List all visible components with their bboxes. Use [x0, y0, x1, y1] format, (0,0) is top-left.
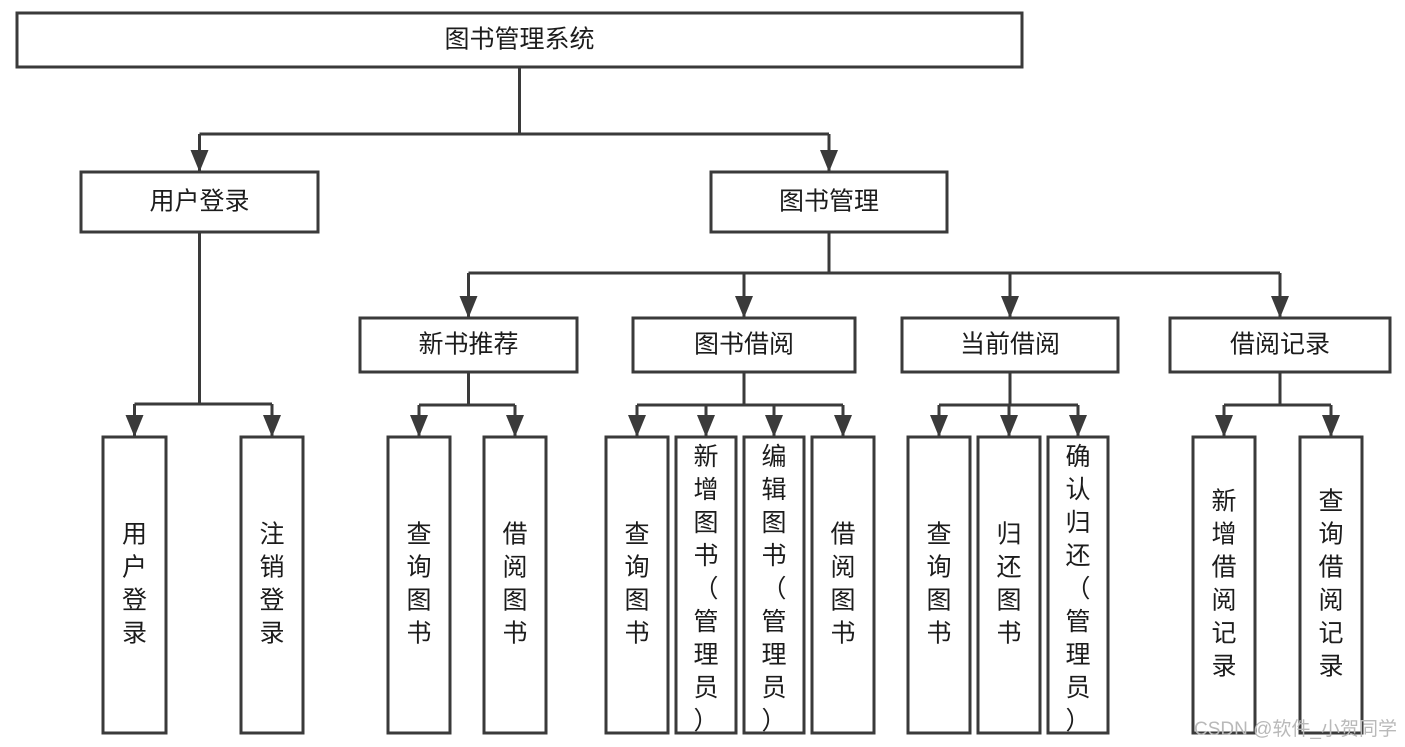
node-label-new-book-recommend: 新书推荐: [418, 331, 518, 359]
node-box-book-management[interactable]: [709, 170, 949, 234]
node-box-user-login[interactable]: [79, 170, 320, 234]
node-label-query-book-recommend: 查询图书: [406, 521, 431, 648]
node-box-book-borrow[interactable]: [631, 316, 857, 374]
node-box-confirm-return-admin[interactable]: [1046, 435, 1110, 735]
node-label-query-borrow-record: 查询借阅记录: [1318, 488, 1343, 681]
csdn-watermark: CSDN @软件_小贺同学: [1194, 719, 1397, 740]
node-box-query-book-recommend[interactable]: [386, 435, 452, 735]
node-label-logout-action: 注销登录: [259, 521, 284, 648]
arrow-head-icon-add-borrow-record: [1215, 415, 1233, 437]
arrow-head-icon-query-borrow-record: [1322, 415, 1340, 437]
node-label-book-management: 图书管理: [779, 188, 879, 216]
connector-layer: [125, 67, 1340, 437]
node-user-login-action[interactable]: 用户登录: [101, 435, 168, 735]
node-box-borrow-book-recommend[interactable]: [482, 435, 548, 735]
node-label-borrow-book-action: 借阅图书: [830, 521, 855, 648]
node-add-book-admin[interactable]: 新增图书（管理员）: [674, 435, 738, 735]
node-label-confirm-return-admin: 确认归还（管理员）: [1065, 443, 1090, 735]
node-query-borrow-record[interactable]: 查询借阅记录: [1298, 435, 1364, 735]
node-return-book[interactable]: 归还图书: [976, 435, 1042, 735]
node-label-return-book: 归还图书: [996, 521, 1021, 648]
node-label-query-book-current: 查询图书: [926, 521, 951, 648]
node-book-borrow[interactable]: 图书借阅: [631, 316, 857, 374]
node-add-borrow-record[interactable]: 新增借阅记录: [1191, 435, 1257, 735]
node-user-login[interactable]: 用户登录: [79, 170, 320, 234]
arrow-head-icon-book-management: [820, 150, 838, 172]
node-book-management[interactable]: 图书管理: [709, 170, 949, 234]
node-label-current-borrow: 当前借阅: [960, 331, 1060, 359]
arrow-head-icon-query-book-recommend: [410, 415, 428, 437]
node-label-root: 图书管理系统: [444, 26, 594, 54]
node-box-borrow-record[interactable]: [1168, 316, 1392, 374]
node-label-user-login-action: 用户登录: [122, 521, 147, 648]
node-label-borrow-book-recommend: 借阅图书: [502, 521, 527, 648]
node-box-query-book-borrow[interactable]: [604, 435, 670, 735]
node-logout-action[interactable]: 注销登录: [239, 435, 305, 735]
arrow-head-icon-edit-book-admin: [765, 415, 783, 437]
node-box-user-login-action[interactable]: [101, 435, 168, 735]
node-box-new-book-recommend[interactable]: [358, 316, 579, 374]
node-label-add-book-admin: 新增图书（管理员）: [693, 443, 718, 735]
node-label-book-borrow: 图书借阅: [694, 331, 794, 359]
arrow-head-icon-add-book-admin: [697, 415, 715, 437]
node-borrow-book-action[interactable]: 借阅图书: [810, 435, 876, 735]
node-box-query-borrow-record[interactable]: [1298, 435, 1364, 735]
arrow-head-icon-book-borrow: [735, 296, 753, 318]
node-box-logout-action[interactable]: [239, 435, 305, 735]
arrow-head-icon-return-book: [1000, 415, 1018, 437]
node-query-book-borrow[interactable]: 查询图书: [604, 435, 670, 735]
node-query-book-current[interactable]: 查询图书: [906, 435, 972, 735]
node-root[interactable]: 图书管理系统: [15, 11, 1024, 69]
node-borrow-book-recommend[interactable]: 借阅图书: [482, 435, 548, 735]
arrow-head-icon-borrow-record: [1271, 296, 1289, 318]
node-label-borrow-record: 借阅记录: [1230, 331, 1330, 359]
arrow-head-icon-confirm-return-admin: [1069, 415, 1087, 437]
node-box-add-borrow-record[interactable]: [1191, 435, 1257, 735]
node-label-query-book-borrow: 查询图书: [624, 521, 649, 648]
node-borrow-record[interactable]: 借阅记录: [1168, 316, 1392, 374]
node-box-query-book-current[interactable]: [906, 435, 972, 735]
arrow-head-icon-query-book-borrow: [628, 415, 646, 437]
arrow-head-icon-user-login-action: [125, 415, 144, 437]
node-box-current-borrow[interactable]: [900, 316, 1120, 374]
node-current-borrow[interactable]: 当前借阅: [900, 316, 1120, 374]
node-query-book-recommend[interactable]: 查询图书: [386, 435, 452, 735]
node-label-edit-book-admin: 编辑图书（管理员）: [761, 443, 786, 735]
node-label-user-login: 用户登录: [149, 188, 249, 216]
node-edit-book-admin[interactable]: 编辑图书（管理员）: [742, 435, 806, 735]
node-new-book-recommend[interactable]: 新书推荐: [358, 316, 579, 374]
node-box-return-book[interactable]: [976, 435, 1042, 735]
arrow-head-icon-new-book-recommend: [459, 296, 478, 318]
node-layer: 图书管理系统用户登录图书管理新书推荐图书借阅当前借阅借阅记录用户登录注销登录查询…: [15, 11, 1392, 735]
arrow-head-icon-current-borrow: [1001, 296, 1019, 318]
arrow-head-icon-borrow-book-recommend: [506, 415, 524, 437]
node-box-add-book-admin[interactable]: [674, 435, 738, 735]
arrow-head-icon-user-login: [190, 150, 209, 172]
node-label-add-borrow-record: 新增借阅记录: [1211, 488, 1236, 681]
node-box-borrow-book-action[interactable]: [810, 435, 876, 735]
arrow-head-icon-logout-action: [263, 415, 281, 437]
arrow-head-icon-borrow-book-action: [834, 415, 852, 437]
arrow-head-icon-query-book-current: [930, 415, 948, 437]
node-confirm-return-admin[interactable]: 确认归还（管理员）: [1046, 435, 1110, 735]
node-box-root[interactable]: [15, 11, 1024, 69]
node-box-edit-book-admin[interactable]: [742, 435, 806, 735]
